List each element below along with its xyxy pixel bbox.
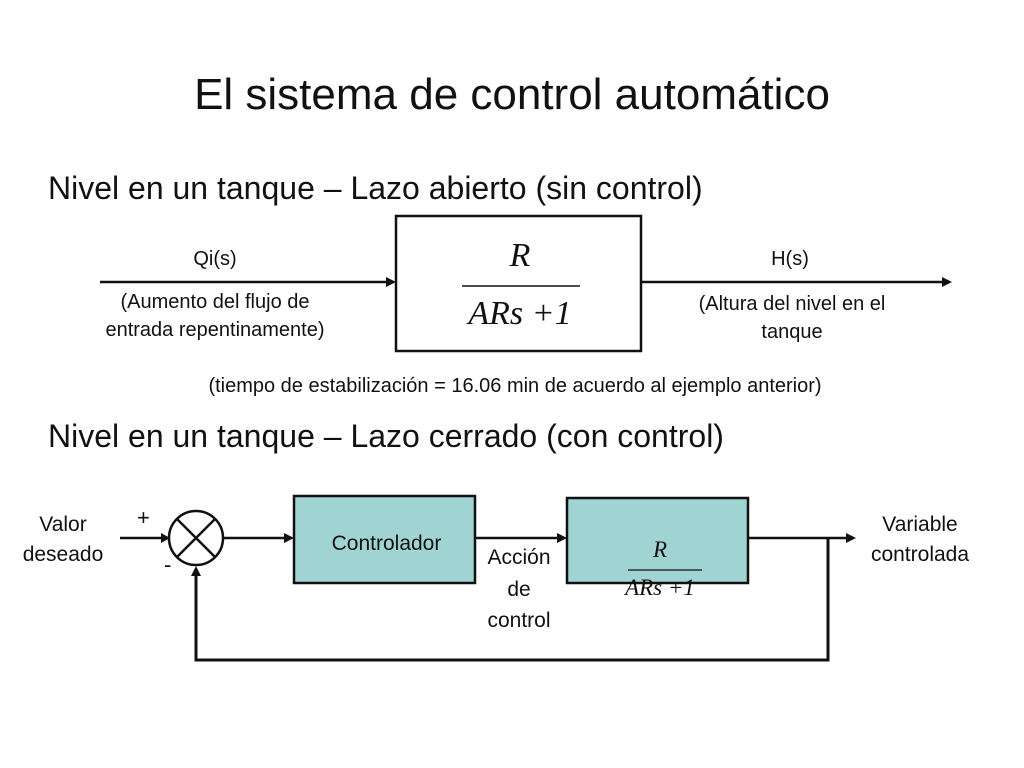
controller-block [292, 494, 477, 585]
input-desc-line2: entrada repentinamente) [105, 319, 325, 341]
output-var-line1: Variable [882, 513, 958, 536]
controller-label: Controlador [331, 532, 442, 555]
process-tf-numerator: R [652, 537, 668, 562]
setpoint-line2: deseado [22, 543, 104, 567]
page-title: El sistema de control automático [194, 70, 830, 119]
settling-time-note: (tiempo de estabilización = 16.06 min de… [208, 375, 822, 397]
plus-sign: + [137, 505, 150, 530]
open-loop-tf-numerator: R [509, 237, 531, 274]
input-label: Qi(s) [193, 248, 237, 270]
action-line2: de [507, 577, 531, 601]
output-arrowhead [942, 277, 952, 287]
action-line1: Acción [487, 546, 551, 569]
summing-cross-2 [176, 518, 216, 558]
process-tf-denominator: ARs +1 [625, 575, 695, 600]
setpoint-line1: Valor [39, 513, 87, 536]
open-loop-tf-denominator: ARs +1 [468, 295, 572, 332]
feedback-path [194, 538, 830, 662]
open-loop-heading: Nivel en un tanque – Lazo abierto (sin c… [48, 170, 703, 206]
minus-sign: - [164, 552, 172, 577]
action-line3: control [487, 609, 551, 632]
open-loop-tf-block [394, 214, 643, 353]
input-arrowhead [386, 277, 396, 287]
output-desc-line2: tanque [761, 321, 823, 343]
output-label: H(s) [771, 248, 809, 270]
output-var-line2: controlada [870, 543, 970, 567]
feedback-arrowhead [191, 566, 201, 576]
input-desc-line1: (Aumento del flujo de [120, 291, 310, 313]
output-desc-line1: (Altura del nivel en el [698, 293, 886, 315]
closed-loop-heading: Nivel en un tanque – Lazo cerrado (con c… [48, 418, 724, 454]
process-block [565, 496, 750, 585]
